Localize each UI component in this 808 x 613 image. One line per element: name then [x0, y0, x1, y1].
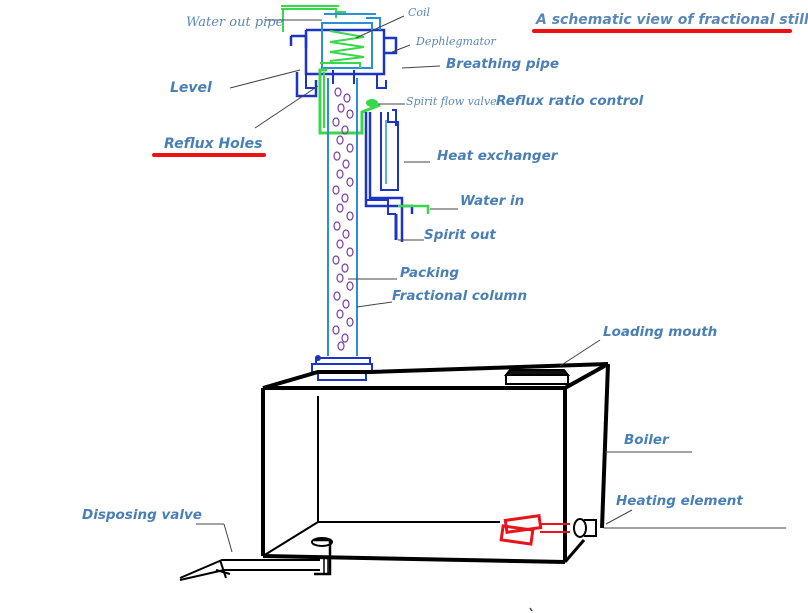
spirit-flow-valve-icon [366, 99, 378, 107]
reflux-return-line [318, 68, 381, 135]
label-loading-mouth: Loading mouth [603, 324, 717, 340]
packing [332, 87, 354, 351]
label-coil: Coil [408, 6, 431, 19]
stray-mark [529, 607, 533, 612]
label-heat-exchanger: Heat exchanger [437, 148, 559, 164]
label-heating-element: Heating element [616, 493, 743, 509]
label-disposing-valve: Disposing valve [82, 507, 202, 523]
label-boiler: Boiler [624, 432, 670, 448]
heat-exchanger [364, 109, 430, 242]
label-level: Level [170, 80, 212, 96]
leader-lines [196, 15, 786, 553]
label-packing: Packing [400, 265, 459, 281]
label-breathing-pipe: Breathing pipe [446, 56, 559, 72]
label-water-in: Water in [460, 193, 524, 209]
label-spirit-out: Spirit out [424, 227, 496, 243]
label-spirit-flow-valve: Spirit flow valve [406, 95, 497, 108]
disposing-valve [179, 537, 333, 581]
loading-mouth [503, 369, 571, 385]
boiler [261, 362, 610, 564]
label-water-out-pipe: Water out pipe [186, 15, 284, 30]
heating-element [499, 513, 597, 546]
label-fractional-column: Fractional column [392, 288, 527, 304]
label-reflux-ratio-control: Reflux ratio control [496, 93, 644, 109]
diagram-title: A schematic view of fractional still. [535, 12, 808, 28]
label-dephlegmator: Dephlegmator [415, 35, 497, 48]
dephlegmator [281, 5, 398, 98]
label-reflux-holes: Reflux Holes [164, 136, 262, 152]
